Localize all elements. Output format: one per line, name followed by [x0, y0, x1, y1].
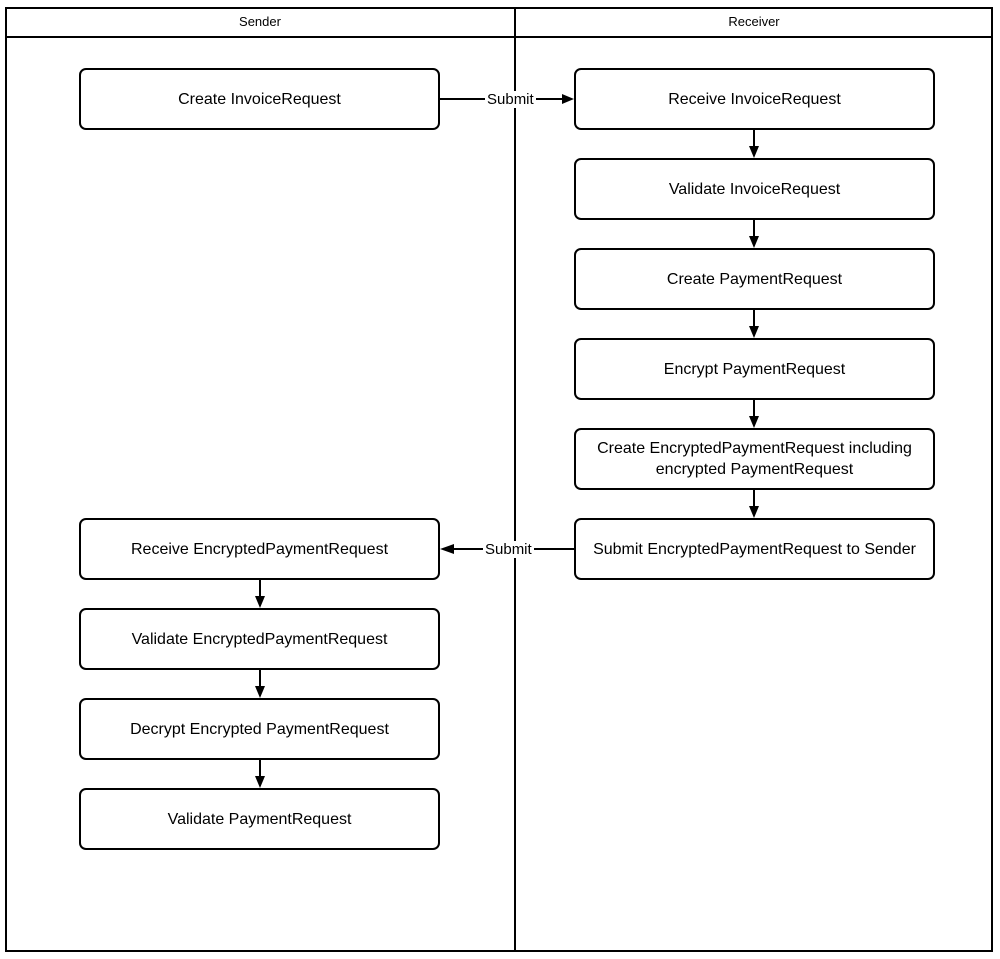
- node-validate-paymentrequest[interactable]: Validate PaymentRequest: [79, 788, 440, 850]
- node-create-invoicerequest[interactable]: Create InvoiceRequest: [79, 68, 440, 130]
- node-create-paymentrequest[interactable]: Create PaymentRequest: [574, 248, 935, 310]
- edge-label-submit-response: Submit: [483, 541, 534, 558]
- node-submit-encryptedpaymentrequest-to-sender[interactable]: Submit EncryptedPaymentRequest to Sender: [574, 518, 935, 580]
- node-validate-encryptedpaymentrequest[interactable]: Validate EncryptedPaymentRequest: [79, 608, 440, 670]
- lane-header-receiver: Receiver: [728, 14, 780, 29]
- swimlane-header-row: Sender Receiver: [5, 7, 993, 38]
- node-encrypt-paymentrequest[interactable]: Encrypt PaymentRequest: [574, 338, 935, 400]
- lane-divider: [514, 7, 516, 952]
- node-receive-invoicerequest[interactable]: Receive InvoiceRequest: [574, 68, 935, 130]
- node-create-encryptedpaymentrequest[interactable]: Create EncryptedPaymentRequest including…: [574, 428, 935, 490]
- node-decrypt-encrypted-paymentrequest[interactable]: Decrypt Encrypted PaymentRequest: [79, 698, 440, 760]
- lane-header-sender: Sender: [239, 14, 281, 29]
- edge-label-submit-request: Submit: [485, 91, 536, 108]
- node-validate-invoicerequest[interactable]: Validate InvoiceRequest: [574, 158, 935, 220]
- node-receive-encryptedpaymentrequest[interactable]: Receive EncryptedPaymentRequest: [79, 518, 440, 580]
